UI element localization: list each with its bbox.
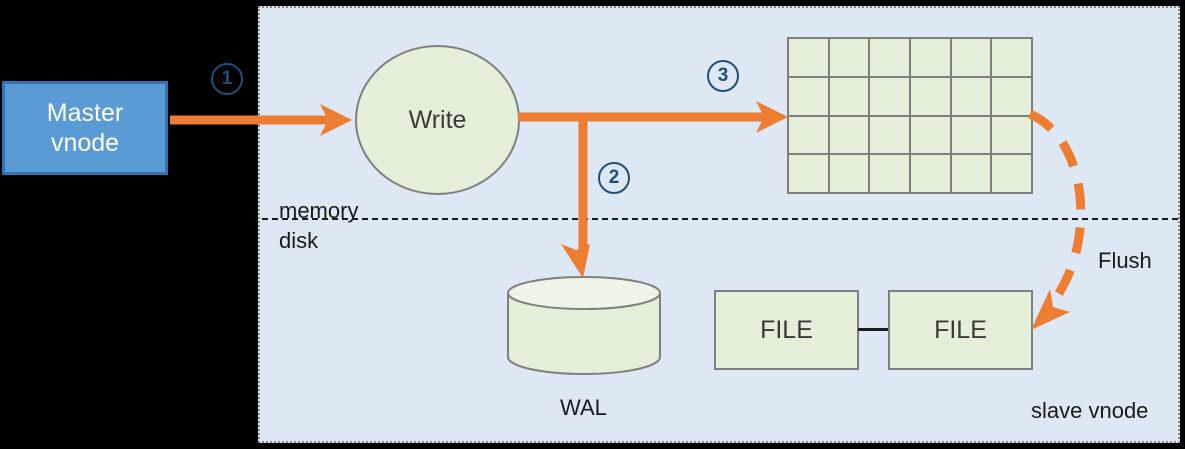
memtable-cell (870, 39, 909, 76)
memtable-cell (829, 116, 869, 154)
memtable-cell (829, 155, 869, 192)
memtable-cell (789, 116, 828, 154)
memtable-cell (992, 77, 1031, 115)
memtable-cell (829, 39, 869, 76)
step-badge-3-label: 3 (717, 65, 729, 86)
step-badge-2: 2 (598, 162, 630, 194)
file-box-1[interactable]: FILE (714, 290, 859, 370)
flush-label: Flush (1098, 248, 1152, 273)
memtable-cell (951, 77, 991, 115)
memtable-cell (911, 39, 950, 76)
memtable-cell (789, 39, 828, 76)
memtable-grid (787, 37, 1033, 194)
memtable-cell (992, 116, 1031, 154)
file-connector-line (858, 328, 888, 331)
memtable-cell (911, 155, 950, 192)
wal-cylinder[interactable] (507, 275, 661, 375)
master-vnode-label-line1: Master (46, 98, 124, 127)
memtable-cell (870, 77, 909, 115)
file-box-2[interactable]: FILE (888, 290, 1033, 370)
memtable-cell (911, 116, 950, 154)
memtable-cell (992, 39, 1031, 76)
memtable-cell (992, 155, 1031, 192)
memtable-cell (951, 155, 991, 192)
disk-layer-label: disk (279, 228, 319, 253)
write-node[interactable]: Write (355, 45, 520, 195)
step-badge-3: 3 (707, 60, 739, 92)
memtable-cell (789, 155, 828, 192)
memtable-cell (829, 77, 869, 115)
memtable-cell (951, 39, 991, 76)
memtable-cell (870, 116, 909, 154)
step-badge-2-label: 2 (608, 167, 620, 188)
master-vnode-label-line2: vnode (50, 129, 120, 157)
memtable-cell (911, 77, 950, 115)
write-node-label: Write (408, 105, 467, 134)
master-vnode-box[interactable]: Master vnode (2, 81, 168, 175)
memtable-cell (951, 116, 991, 154)
memtable-cell (789, 77, 828, 115)
memory-layer-label: memory (279, 198, 359, 223)
memtable-cell (870, 155, 909, 192)
file-box-1-label: FILE (760, 315, 813, 344)
wal-label: WAL (560, 395, 607, 420)
memory-disk-divider (262, 218, 1178, 220)
step-badge-1-label: 1 (221, 68, 233, 89)
slave-vnode-label: slave vnode (1031, 398, 1149, 423)
step-badge-1: 1 (211, 63, 243, 95)
file-box-2-label: FILE (934, 315, 987, 344)
